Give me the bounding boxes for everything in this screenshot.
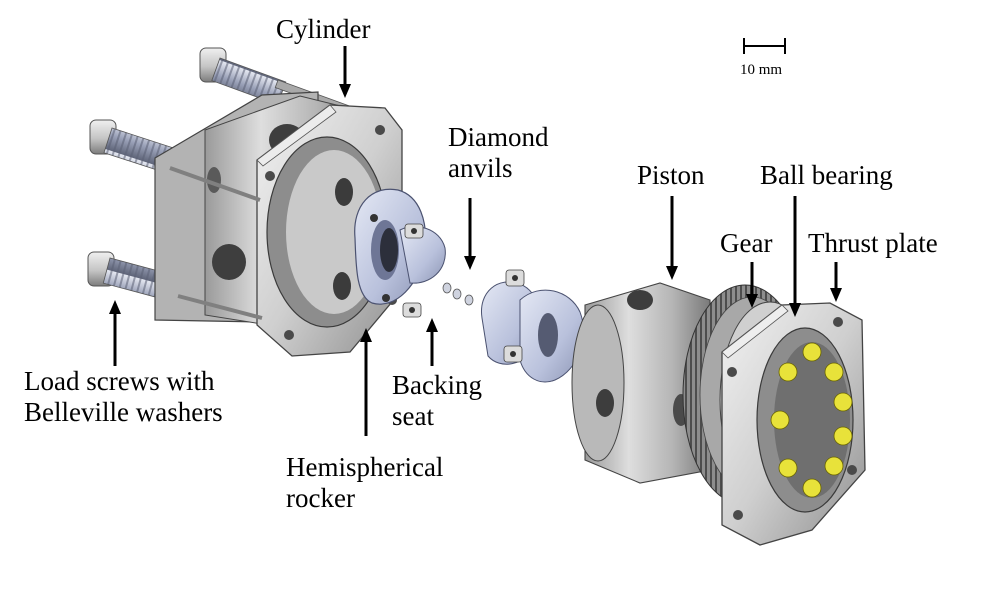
label-backing-seat: Backing seat xyxy=(392,370,482,432)
rocker-screw-top xyxy=(404,223,424,239)
label-hemispherical-rocker: Hemispherical rocker xyxy=(286,452,443,514)
arrow-diamond-anvils xyxy=(464,198,476,270)
piston-part xyxy=(571,282,711,484)
rocker-screw-bottom xyxy=(402,302,422,318)
thrust-plate-balls xyxy=(770,342,853,498)
thrust-plate-part xyxy=(721,302,866,546)
label-diamond-anvils: Diamond anvils xyxy=(448,122,549,184)
arrow-thrust-plate xyxy=(830,262,842,302)
arrow-backing-seat xyxy=(426,318,438,366)
arrow-ball-bearing xyxy=(789,196,801,317)
label-load-screws-line1: Load screws with xyxy=(24,366,215,396)
pointer-arrows xyxy=(109,46,842,436)
label-cylinder: Cylinder xyxy=(276,14,371,44)
label-diamond-anvils-line1: Diamond xyxy=(448,122,549,152)
label-piston: Piston xyxy=(637,160,705,190)
arrow-gear xyxy=(746,262,758,308)
scale-bar xyxy=(743,38,786,54)
scale-bar-label: 10 mm xyxy=(740,62,783,78)
arrow-hemispherical-rocker xyxy=(360,328,372,436)
label-hemispherical-rocker-line2: rocker xyxy=(286,483,355,513)
arrow-cylinder xyxy=(339,46,351,98)
arrow-load-screws xyxy=(109,300,121,366)
diamond-anvils-part xyxy=(442,282,474,306)
hemispherical-rocker-part xyxy=(354,188,446,318)
label-gear: Gear xyxy=(720,228,773,258)
label-load-screws-line2: Belleville washers xyxy=(24,397,223,427)
label-ball-bearing: Ball bearing xyxy=(760,160,893,190)
label-thrust-plate: Thrust plate xyxy=(808,228,938,258)
label-diamond-anvils-line2: anvils xyxy=(448,153,513,183)
label-hemispherical-rocker-line1: Hemispherical xyxy=(286,452,444,482)
arrow-piston xyxy=(666,196,678,280)
label-backing-seat-line2: seat xyxy=(392,401,434,431)
label-load-screws: Load screws with Belleville washers xyxy=(24,366,223,428)
backing-seat-part xyxy=(481,269,584,383)
label-backing-seat-line1: Backing xyxy=(392,370,482,400)
